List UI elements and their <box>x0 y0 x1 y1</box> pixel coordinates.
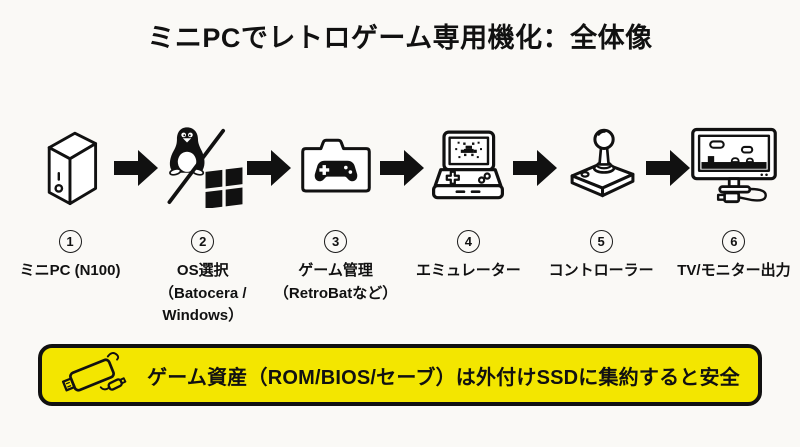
step-label-line: ゲーム管理 <box>298 262 373 279</box>
step-controller: 5 コントローラー <box>549 112 654 283</box>
step-label-line: コントローラー <box>548 262 654 279</box>
page-title: ミニPCでレトロゲーム専用機化：全体像 <box>147 23 653 53</box>
arrow-right-icon <box>247 150 292 186</box>
arcade-joystick-icon <box>563 112 639 220</box>
step-label-line: （Batocera / <box>159 284 247 302</box>
step-mini-pc: 1 ミニPC (N100) <box>20 112 120 283</box>
step-number: 4 <box>456 230 480 253</box>
step-label-line: Windows） <box>162 307 244 324</box>
step-label: OS選択 （Batocera / Windows） <box>159 260 247 328</box>
step-label: ゲーム管理 （RetroBatなど） <box>274 260 397 305</box>
step-number-text: 4 <box>464 234 472 249</box>
step-tv-output: 6 TV/モニター出力 <box>677 112 791 283</box>
step-label-line: OS選択 <box>176 262 229 279</box>
step-label-line: TV/モニター出力 <box>677 262 791 279</box>
step-number-text: 6 <box>730 234 738 249</box>
step-label: TV/モニター出力 <box>677 260 790 283</box>
step-label-line: ミニPC (N100) <box>19 262 121 279</box>
arrow-right-icon <box>645 150 690 186</box>
step-number-text: 1 <box>66 234 74 249</box>
step-number-text: 5 <box>597 234 605 249</box>
step-label-line: エミュレーター <box>416 262 521 279</box>
step-number: 2 <box>191 230 215 253</box>
linux-windows-os-icon <box>161 112 245 220</box>
step-number: 6 <box>722 230 746 253</box>
step-label-line: （RetroBatなど） <box>273 284 398 302</box>
ssd-tip-banner: ゲーム資産（ROM/BIOS/セーブ）は外付けSSDに集約すると安全 <box>38 344 762 406</box>
banner-text: ゲーム資産（ROM/BIOS/セーブ）は外付けSSDに集約すると安全 <box>147 366 740 389</box>
step-number: 3 <box>324 230 348 253</box>
step-number: 1 <box>58 230 82 253</box>
arrow-right-icon <box>512 150 557 186</box>
game-folder-icon <box>298 112 374 220</box>
step-label: エミュレーター <box>416 260 521 283</box>
mini-pc-tower-icon <box>38 112 102 220</box>
step-number: 5 <box>589 230 613 253</box>
step-label: ミニPC (N100) <box>20 260 121 283</box>
tux-penguin <box>168 127 205 176</box>
step-os-choice: 2 OS選択 （Batocera / Windows） <box>159 112 247 328</box>
handheld-emulator-icon <box>428 112 508 220</box>
step-emulator: 4 エミュレーター <box>416 112 521 283</box>
step-number-text: 2 <box>199 234 207 249</box>
flow-diagram: 1 ミニPC (N100) <box>20 112 791 328</box>
step-game-folder: 3 ゲーム管理 （RetroBatなど） <box>274 112 397 305</box>
space-invader <box>455 141 483 158</box>
external-ssd-icon <box>60 350 134 400</box>
step-number-text: 3 <box>331 234 340 249</box>
arrow-right-icon <box>379 150 424 186</box>
windows-logo <box>205 167 243 208</box>
tv-monitor-icon <box>688 112 780 220</box>
arrow-right-icon <box>114 150 159 186</box>
step-label: コントローラー <box>549 260 654 283</box>
